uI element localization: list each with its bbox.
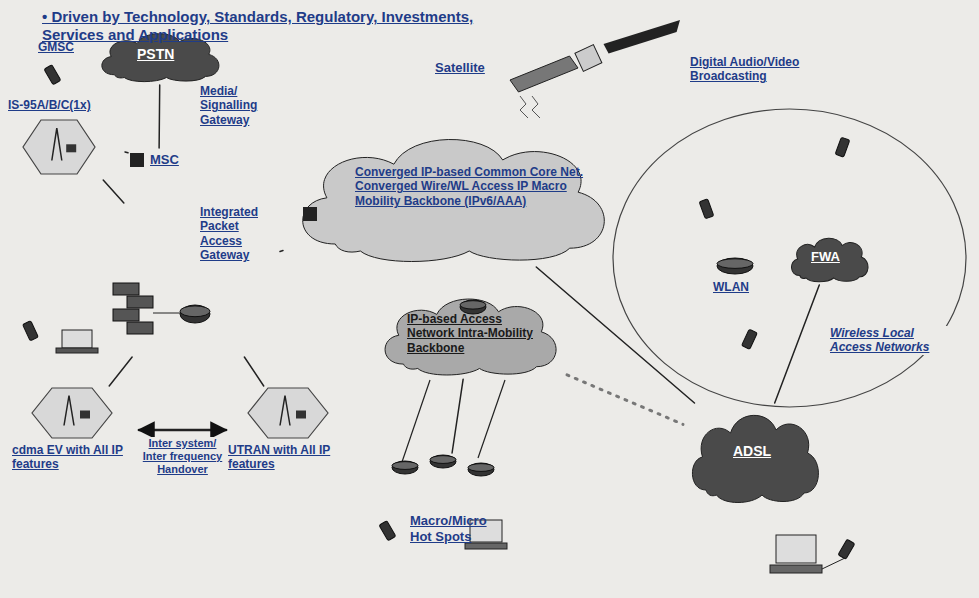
handover-arrow	[139, 429, 226, 432]
network-link	[103, 180, 124, 203]
page-title: • Driven by Technology, Standards, Regul…	[42, 8, 482, 44]
broadcast-label: Digital Audio/Video Broadcasting	[690, 55, 815, 84]
phone-icon	[23, 321, 39, 341]
cell-site: IS-95A/B/C(1x)	[8, 98, 123, 178]
node-label: cdma EV with All IP features	[12, 443, 137, 472]
satellite-signal	[520, 96, 540, 118]
node-outline	[108, 205, 278, 355]
satellite: Satellite	[430, 48, 680, 98]
node-label: MSC	[150, 152, 186, 168]
wireless-region: Wireless Local Access Networks WLAN FWA	[612, 108, 967, 408]
node-label: Integrated Packet Access Gateway	[200, 205, 278, 263]
node-label: UTRAN with All IP features	[228, 443, 358, 472]
msc-switch: MSC	[130, 150, 188, 170]
cell-site: UTRAN with All IP features	[228, 388, 358, 472]
network-link	[775, 285, 820, 403]
network-link	[109, 357, 132, 386]
node-label: PSTN	[137, 46, 195, 63]
computer-icon	[770, 535, 845, 573]
wlan-router: WLAN	[707, 258, 767, 298]
phone-icon	[835, 137, 850, 157]
network-link	[536, 267, 694, 403]
node-label: Wireless Local Access Networks	[830, 326, 949, 355]
edge-label: Inter system/ Inter frequency Handover	[141, 437, 224, 477]
node-label: Macro/Micro Hot Spots	[410, 513, 505, 544]
phone-icon	[742, 329, 758, 349]
core-network-cloud: Converged IP-based Common Core Net. Conv…	[285, 125, 620, 265]
access-cloud: IP-based Access Network Intra-Mobility B…	[375, 290, 565, 377]
node-label: WLAN	[713, 280, 767, 294]
network-link	[452, 379, 463, 453]
gateway-label: Media/ Signalling Gateway	[200, 84, 280, 127]
node-label: ADSL	[733, 443, 795, 460]
network-link	[567, 375, 683, 424]
laptop-icon	[56, 330, 98, 353]
node-label: IP-based Access Network Intra-Mobility B…	[407, 312, 533, 355]
phone-icon	[379, 521, 396, 541]
phone-icon	[699, 199, 714, 219]
network-link	[158, 85, 160, 148]
hotspot-link	[402, 380, 505, 462]
network-link	[125, 151, 128, 153]
network-link	[280, 250, 283, 252]
node-outline	[612, 108, 967, 408]
packet-gateway: Integrated Packet Access Gateway	[108, 205, 278, 355]
phone-icon	[838, 539, 855, 559]
switch-label: GMSC	[38, 40, 98, 54]
node-label: FWA	[811, 249, 856, 265]
phone-icon	[44, 65, 61, 85]
node-label: IS-95A/B/C(1x)	[8, 98, 123, 112]
hotspot-group: Macro/Micro Hot Spots	[380, 455, 510, 545]
network-link	[244, 357, 263, 386]
fwa-cloud: FWA	[787, 233, 872, 283]
cell-site: cdma EV with All IP features	[12, 388, 137, 472]
node-label: Converged IP-based Common Core Net. Conv…	[355, 165, 598, 208]
node-label: Satellite	[435, 60, 510, 76]
adsl-cloud: ADSL	[685, 405, 825, 505]
